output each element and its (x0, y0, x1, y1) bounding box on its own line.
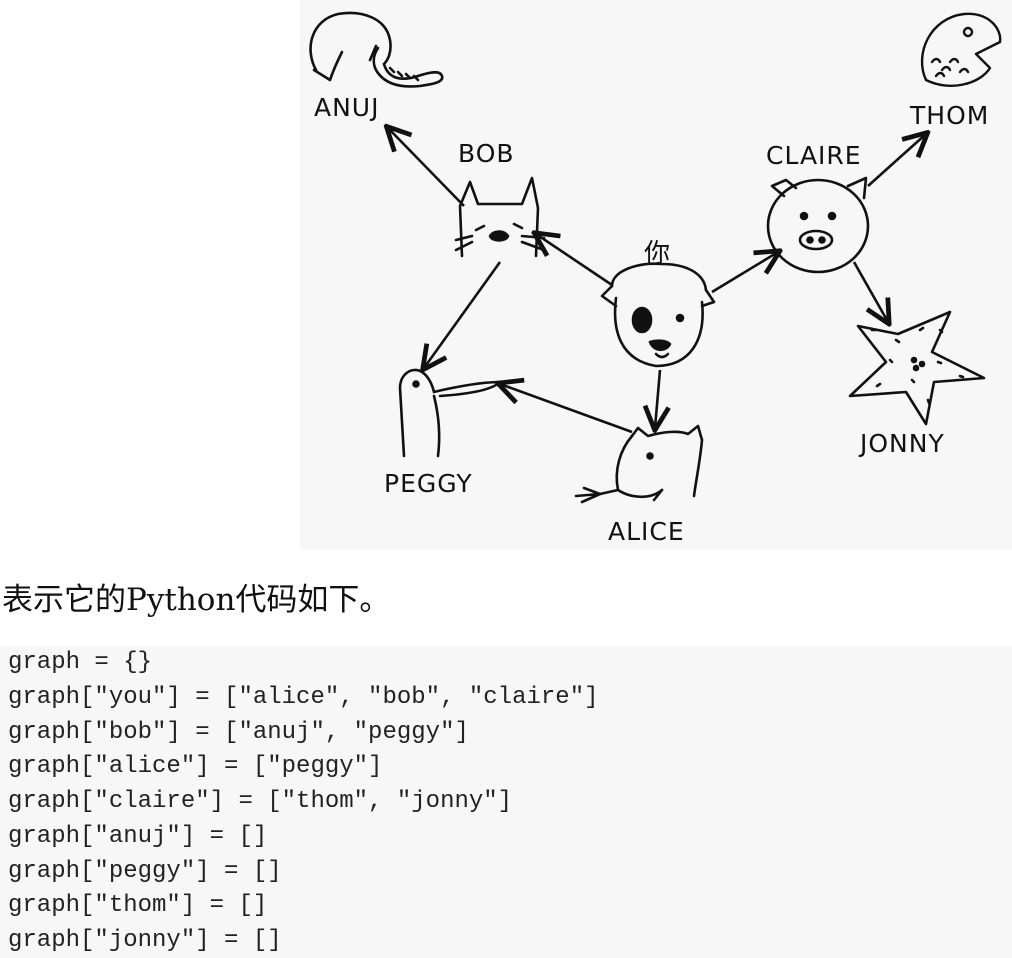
pig-icon (766, 176, 870, 274)
edge-bob-peggy (424, 261, 502, 368)
caption-text: 表示它的Python代码如下。 (2, 582, 391, 618)
fish-icon (920, 12, 1002, 87)
code-line: graph["thom"] = [] (8, 892, 268, 919)
node-label-alice: ALICE (608, 517, 685, 546)
node-label-peggy: PEGGY (384, 469, 473, 498)
code-line: graph["jonny"] = [] (8, 927, 282, 954)
graph-edges (388, 128, 926, 432)
code-line: graph["alice"] = ["peggy"] (8, 753, 383, 780)
code-line: graph = {} (8, 649, 153, 676)
node-label-claire: CLAIRE (766, 141, 862, 170)
edge-claire-thom (867, 134, 926, 187)
code-line: graph["you"] = ["alice", "bob", "claire"… (8, 684, 599, 711)
edge-alice-peggy (500, 384, 633, 434)
starfish-icon (848, 310, 986, 426)
code-line: graph["bob"] = ["anuj", "peggy"] (8, 719, 469, 746)
edge-you-bob (536, 234, 613, 287)
graph-illustration: ANUJ BOB 你 CLAIRE (300, 0, 1012, 550)
elephant-icon (309, 11, 444, 88)
node-label-thom: THOM (909, 101, 989, 130)
node-label-anuj: ANUJ (314, 93, 379, 122)
edge-you-claire (711, 252, 778, 294)
node-label-jonny: JONNY (858, 429, 945, 458)
code-block: graph = {} graph["you"] = ["alice", "bob… (0, 646, 1012, 958)
edge-claire-jonny (852, 261, 888, 322)
edge-bob-anuj (388, 128, 465, 207)
code-line: graph["anuj"] = [] (8, 823, 268, 850)
node-label-bob: BOB (458, 139, 515, 168)
cat-icon (454, 176, 546, 258)
code-line: graph["claire"] = ["thom", "jonny"] (8, 788, 513, 815)
code-line: graph["peggy"] = [] (8, 858, 282, 885)
dog-icon (600, 262, 716, 368)
edge-you-alice (655, 369, 660, 428)
graph-svg: ANUJ BOB 你 CLAIRE (309, 11, 1002, 546)
rat-icon (574, 424, 704, 504)
bird-icon (398, 368, 502, 458)
